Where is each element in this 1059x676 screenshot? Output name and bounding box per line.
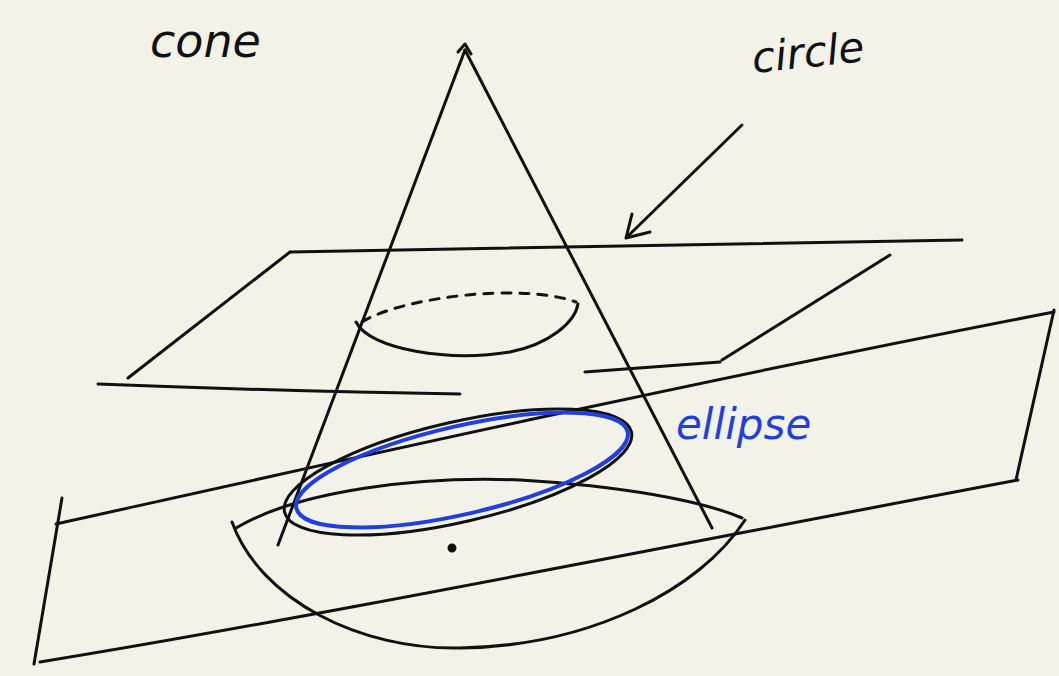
arrow-head bbox=[626, 214, 650, 238]
ellipse-section bbox=[273, 383, 642, 561]
plane-edge bbox=[34, 498, 62, 664]
plane-edge bbox=[56, 312, 1054, 524]
cone-base bbox=[232, 520, 745, 648]
circle-section-hidden bbox=[362, 293, 576, 322]
ellipse-highlight bbox=[286, 389, 637, 551]
plane-edge bbox=[585, 362, 720, 372]
cone-side bbox=[465, 50, 712, 528]
figure-title: cone bbox=[150, 18, 261, 64]
cone-apex bbox=[458, 44, 471, 54]
plane-edge bbox=[128, 252, 290, 378]
plane-edge bbox=[1016, 310, 1054, 480]
plane-edge bbox=[722, 255, 890, 360]
dot bbox=[449, 545, 455, 551]
plane-edge bbox=[40, 480, 1018, 662]
callout-label: circle bbox=[750, 26, 866, 80]
circle-section bbox=[356, 304, 578, 355]
plane-edge bbox=[98, 384, 460, 394]
callout-label: ellipse bbox=[676, 404, 811, 446]
leader-arrow bbox=[628, 125, 742, 236]
plane-edge bbox=[290, 240, 962, 252]
